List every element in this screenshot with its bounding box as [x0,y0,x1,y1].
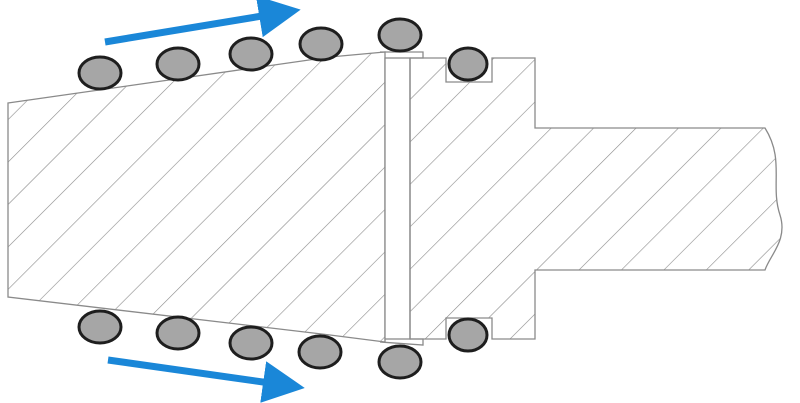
top-direction-arrow [104,0,301,46]
bottom-ball-bearing [377,344,423,380]
bottom-direction-arrow [107,356,305,403]
top-ball-bearing [377,17,423,53]
bottom-ball-bearing [228,325,274,361]
groove-ball-bearing [447,46,489,82]
shaft-housing [409,57,783,340]
top-ball-bearing [298,26,344,62]
ball-bearings [77,17,489,380]
bottom-ball-bearing [297,334,343,370]
cone-body [7,51,386,343]
top-ball-bearing [228,36,274,72]
bottom-ball-bearing [77,309,123,345]
groove-ball-bearing [447,317,489,353]
top-ball-bearing [155,46,201,82]
top-ball-bearing [77,55,123,91]
bottom-ball-bearing [155,315,201,351]
